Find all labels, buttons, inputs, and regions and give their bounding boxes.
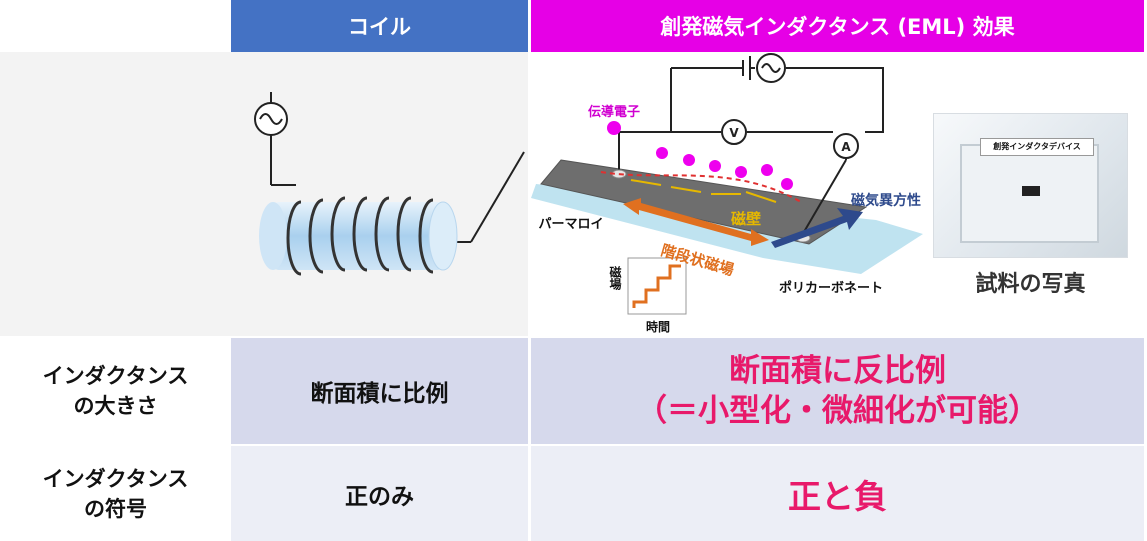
time-axis-label: 時間 — [646, 319, 670, 334]
voltmeter-icon — [721, 119, 747, 145]
coil-header: コイル — [231, 0, 528, 52]
row1-eml-line2: （＝小型化・微細化が可能） — [636, 393, 1039, 429]
ammeter-label: A — [841, 140, 851, 154]
photo-device-label: 創発インダクタデバイス — [980, 138, 1094, 156]
row1-label: インダクタンス の大きさ — [0, 338, 231, 444]
illustration-left-bg — [0, 52, 231, 336]
row2-label-line1: インダクタンス — [42, 466, 189, 491]
polycarbonate-label: ポリカーボネート — [779, 280, 883, 296]
voltmeter-label: V — [729, 126, 739, 140]
row1-coil-value: 断面積に比例 — [231, 338, 528, 444]
row2-label-line2: の符号 — [84, 496, 147, 521]
photo-chip — [1022, 186, 1040, 196]
eml-header: 創発磁気インダクタンス (EML) 効果 — [531, 0, 1144, 52]
row1-eml-value: 断面積に反比例 （＝小型化・微細化が可能） — [531, 338, 1144, 444]
conduction-electron-label: 伝導電子 — [588, 104, 640, 120]
coil-illustration — [254, 92, 525, 276]
row1-label-line2: の大きさ — [73, 394, 158, 418]
row2-coil-value: 正のみ — [231, 446, 528, 541]
row2-eml-value: 正と負 — [531, 446, 1144, 541]
domain-wall-label: 磁壁 — [731, 210, 761, 228]
row2-eml-line1: 正と負 — [788, 476, 887, 516]
anisotropy-label: 磁気異方性 — [851, 192, 921, 209]
field-axis-label: 磁場 — [608, 265, 622, 291]
row1-eml-line1: 断面積に反比例 — [729, 353, 946, 389]
row1-label-line1: インダクタンス — [42, 364, 189, 388]
row2-label: インダクタンス の符号 — [0, 446, 231, 541]
photo-caption: 試料の写真 — [975, 272, 1086, 297]
illustration-coil-bg — [231, 52, 528, 336]
ammeter-icon — [833, 133, 859, 159]
permalloy-label: パーマロイ — [538, 217, 603, 232]
sample-photo: 創発インダクタデバイス — [933, 113, 1128, 258]
eml-device-diagram: V A 伝導電子 パーマロイ 磁壁 磁気異方性 階段状磁場 ポリカーボネート 磁… — [531, 53, 923, 334]
